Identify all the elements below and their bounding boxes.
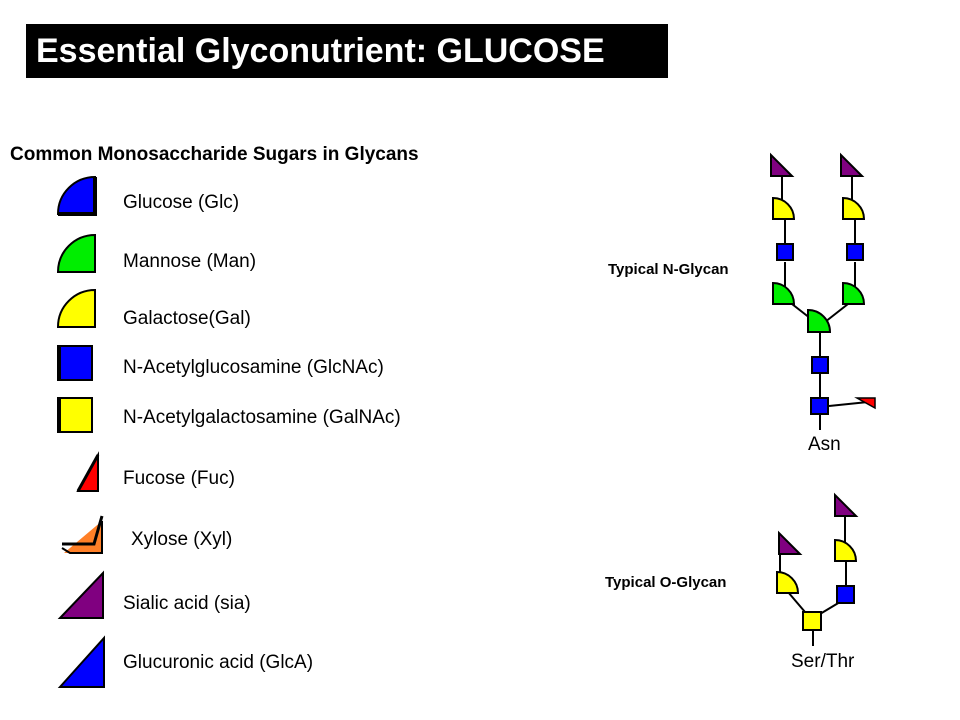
n-glcnac-left: [776, 243, 794, 261]
n-sialic-right: [840, 152, 865, 177]
mannose-icon: [56, 233, 96, 273]
o-galnac: [802, 611, 822, 631]
o-galactose-left: [776, 570, 800, 594]
o-glcnac: [836, 585, 855, 604]
n-glycan-label: Typical N-Glycan: [608, 261, 729, 278]
glucuronic-acid-icon: [57, 635, 105, 688]
n-glycan-diagram: [770, 152, 876, 430]
glcnac-icon: [57, 345, 93, 381]
n-sialic-left: [770, 152, 795, 177]
legend-label-xylose: Xylose (Xyl): [131, 529, 233, 550]
n-glcnac-right: [846, 243, 864, 261]
o-sialic-upper: [834, 492, 859, 517]
o-galactose-upper: [834, 538, 858, 562]
slide-title: Essential Glyconutrient: GLUCOSE: [26, 24, 668, 78]
galnac-icon: [57, 397, 93, 433]
legend-label-fucose: Fucose (Fuc): [123, 468, 235, 489]
legend-label-mannose: Mannose (Man): [123, 251, 257, 272]
n-mannose-core: [807, 308, 832, 333]
n-galactose-left: [772, 196, 796, 220]
legend-label-galnac: N-Acetylgalactosamine (GalNAc): [123, 407, 401, 428]
glucose-icon: [56, 175, 97, 216]
fucose-icon: [76, 451, 100, 492]
legend-label-galactose: Galactose(Gal): [123, 308, 251, 329]
sialic-acid-icon: [57, 570, 104, 619]
n-fucose: [854, 397, 876, 410]
ser-thr-label: Ser/Thr: [791, 651, 855, 672]
legend-label-sialic-acid: Sialic acid (sia): [123, 593, 251, 614]
legend-label-glucuronic-acid: Glucuronic acid (GlcA): [123, 652, 314, 673]
n-glcnac-core-1: [811, 356, 829, 374]
asn-label: Asn: [808, 434, 841, 455]
o-glycan-diagram: [776, 492, 859, 646]
o-sialic-left: [778, 530, 803, 555]
n-glcnac-core-2: [810, 397, 829, 415]
n-mannose-left: [772, 281, 796, 305]
xylose-icon: [61, 515, 104, 554]
legend-label-glcnac: N-Acetylglucosamine (GlcNAc): [123, 357, 384, 378]
legend-heading: Common Monosaccharide Sugars in Glycans: [10, 144, 419, 165]
o-glycan-label: Typical O-Glycan: [605, 574, 727, 591]
legend-label-glucose: Glucose (Glc): [123, 192, 240, 213]
n-galactose-right: [842, 196, 866, 220]
n-mannose-right: [842, 281, 866, 305]
galactose-icon: [56, 288, 96, 328]
